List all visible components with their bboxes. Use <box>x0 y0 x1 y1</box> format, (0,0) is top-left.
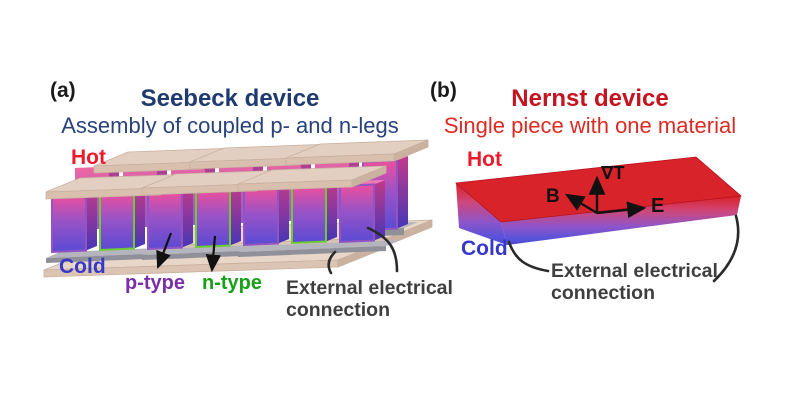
nernst-device-drawing <box>455 156 742 283</box>
p-type-leg <box>147 187 193 251</box>
seebeck-connection-curve-left <box>327 250 337 275</box>
n-type-label: n-type <box>202 272 262 294</box>
p-type-label: p-type <box>125 272 185 294</box>
panel-b-connection-label: External electrical connection <box>551 260 718 304</box>
panel-a-subtitle: Assembly of coupled p- and n-legs <box>61 113 399 138</box>
n-type-leg <box>195 185 241 249</box>
nernst-slab-front-face <box>501 196 741 245</box>
n-type-leg <box>99 188 145 252</box>
e-field-arrow <box>596 201 647 219</box>
p-type-pointer-arrow <box>156 232 173 270</box>
seebeck-front-pads <box>46 240 400 263</box>
nernst-connection-curve-left <box>507 240 550 273</box>
panel-b-tag: (b) <box>430 79 457 102</box>
nernst-axes-arrows <box>564 175 647 219</box>
panel-a-connection-label: External electrical connection <box>286 277 453 321</box>
b-field-arrow <box>564 193 598 215</box>
n-type-leg <box>291 181 337 245</box>
nernst-connection-curve-right <box>712 214 740 283</box>
n-type-pointer-arrow <box>205 235 222 273</box>
e-field-axis-label: E <box>651 195 665 217</box>
p-type-leg <box>51 190 97 254</box>
panel-a-title: Seebeck device <box>140 85 320 112</box>
nernst-slab-left-face <box>456 183 507 245</box>
panel-a-tag: (a) <box>50 79 76 102</box>
panel-b-cold-label: Cold <box>461 237 508 260</box>
panel-a-hot-label: Hot <box>71 146 106 169</box>
seebeck-back-top-plates <box>93 139 429 174</box>
seebeck-front-top-plates <box>45 165 387 200</box>
seebeck-connection-curve-right <box>366 226 399 273</box>
p-type-leg <box>243 183 289 247</box>
seebeck-front-legs <box>51 180 385 254</box>
b-field-axis-label: B <box>546 186 560 207</box>
panel-b-title: Nernst device <box>511 85 669 112</box>
gradient-t-axis-label: ∇T <box>601 163 625 183</box>
panel-b-hot-label: Hot <box>467 148 502 171</box>
seebeck-device-drawing <box>43 139 433 278</box>
panel-a-cold-label: Cold <box>59 255 106 278</box>
panel-b-subtitle: Single piece with one material <box>443 113 737 138</box>
